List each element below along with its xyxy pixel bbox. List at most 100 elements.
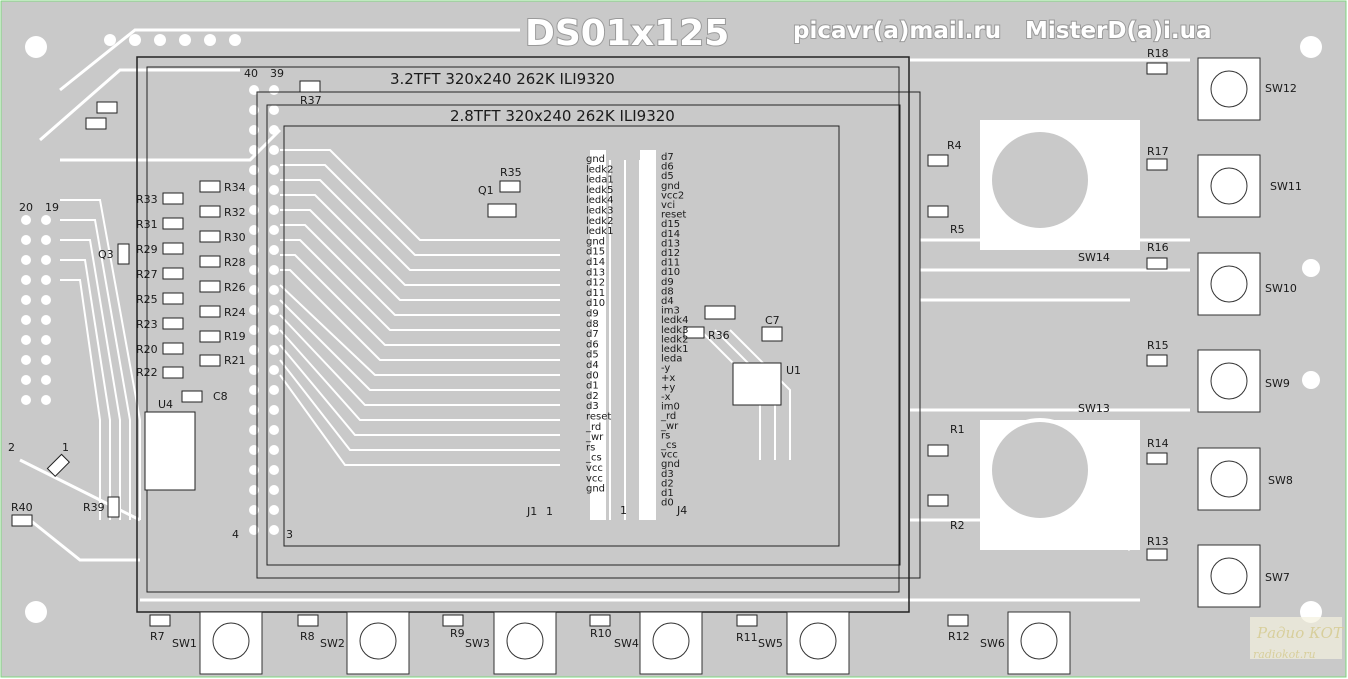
label-r1: R1	[950, 423, 965, 436]
label-j4: J4	[676, 504, 687, 517]
pin-num-1-j4: 1	[620, 504, 627, 517]
pin-num-4: 4	[232, 528, 239, 541]
connector-pin-label: vcc	[586, 463, 603, 474]
connector-pin-label: im3	[661, 306, 680, 317]
label-sw3: SW3	[465, 637, 490, 650]
label-r13: R13	[1147, 535, 1169, 548]
label-r32: R32	[224, 206, 246, 219]
connector-pin-label: ledk1	[586, 226, 613, 237]
label-r14: R14	[1147, 437, 1169, 450]
pin-num-19: 19	[45, 201, 59, 214]
connector-pin-label: d0	[586, 370, 599, 381]
connector-pin-label: d2	[661, 478, 674, 489]
top-header-pins	[104, 34, 241, 46]
connector-pin-label: d12	[586, 278, 605, 289]
label-r20: R20	[136, 343, 158, 356]
ic-u4	[144, 411, 196, 491]
label-r23: R23	[136, 318, 158, 331]
connector-pin-label: gnd	[586, 236, 605, 247]
transistor-q4	[704, 305, 736, 320]
connector-pin-label: ledk2	[586, 216, 613, 227]
connector-pin-label: _cs	[660, 440, 677, 451]
connector-pin-label: gnd	[586, 484, 605, 495]
label-r33: R33	[136, 193, 158, 206]
connector-pin-names-left: gndledk2leda1ledk5ledk4ledk3ledk2ledk1gn…	[585, 154, 614, 495]
lcd-outline-28-inner	[266, 104, 901, 566]
label-r4: R4	[947, 139, 962, 152]
pin-num-1-j1: 1	[546, 505, 553, 518]
connector-pin-label: d6	[661, 162, 674, 173]
connector-pin-label: -x	[661, 392, 671, 403]
connector-pin-label: d13	[586, 267, 605, 278]
connector-pin-label: ledk4	[661, 315, 688, 326]
connector-pin-label: ledk2	[586, 164, 613, 175]
connector-pin-label: d2	[586, 391, 599, 402]
connector-pin-label: d9	[661, 277, 674, 288]
label-r35: R35	[500, 166, 522, 179]
label-r21: R21	[224, 354, 246, 367]
label-sw10: SW10	[1265, 282, 1297, 295]
connector-pin-label: d10	[661, 267, 680, 278]
label-sw1: SW1	[172, 637, 197, 650]
connector-pin-label: ledk3	[661, 325, 688, 336]
label-r12: R12	[948, 630, 970, 643]
connector-pin-label: d7	[586, 329, 599, 340]
connector-pin-label: _wr	[660, 421, 679, 432]
label-sw2: SW2	[320, 637, 345, 650]
connector-pin-label: d5	[661, 171, 674, 182]
connector-pin-label: _cs	[585, 453, 602, 464]
connector-pin-label: d4	[586, 360, 599, 371]
connector-pin-label: vci	[661, 200, 675, 211]
label-r37: R37	[300, 94, 322, 107]
fpc-connector-pads	[590, 150, 656, 520]
connector-pin-label: d4	[661, 296, 674, 307]
connector-pin-label: +y	[661, 382, 675, 393]
connector-pin-label: ledk5	[586, 185, 613, 196]
label-c8: C8	[213, 390, 228, 403]
connector-pin-label: d11	[661, 258, 680, 269]
connector-pin-label: leda	[661, 354, 682, 365]
label-u1: U1	[786, 364, 801, 377]
label-r36: R36	[708, 329, 730, 342]
label-r2: R2	[950, 519, 965, 532]
label-sw5: SW5	[758, 637, 783, 650]
label-r17: R17	[1147, 145, 1169, 158]
label-r22: R22	[136, 366, 158, 379]
connector-pin-label: reset	[586, 412, 611, 423]
pin-num-20: 20	[19, 201, 33, 214]
connector-pin-label: ledk2	[661, 334, 688, 345]
label-r5: R5	[950, 223, 965, 236]
mounting-holes	[25, 36, 1322, 623]
connector-pin-label: rs	[586, 442, 595, 453]
connector-pin-label: d3	[661, 469, 674, 480]
label-r19: R19	[224, 330, 246, 343]
lcd-label-32: 3.2TFT 320x240 262K ILI9320	[390, 70, 615, 88]
connector-pin-label: ledk4	[586, 195, 613, 206]
label-r31: R31	[136, 218, 158, 231]
connector-pin-label: leda1	[586, 175, 614, 186]
label-u4: U4	[158, 398, 173, 411]
label-r34: R34	[224, 181, 246, 194]
label-r8: R8	[300, 630, 315, 643]
radiokot-watermark: Радио КОТ radiokot.ru	[1250, 617, 1344, 661]
label-sw11: SW11	[1270, 180, 1302, 193]
connector-pin-label: d8	[661, 286, 674, 297]
connector-pin-label: d0	[661, 498, 674, 509]
connector-pin-label: d14	[661, 229, 680, 240]
label-sw6: SW6	[980, 637, 1005, 650]
connector-pin-label: d12	[661, 248, 680, 259]
connector-pin-label: vcc	[661, 450, 678, 461]
label-r26: R26	[224, 281, 246, 294]
pin-num-2: 2	[8, 441, 15, 454]
connector-pin-names-right: d7d6d5gndvcc2vciresetd15d14d13d12d11d10d…	[660, 152, 688, 509]
label-sw8: SW8	[1268, 474, 1293, 487]
label-r10: R10	[590, 627, 612, 640]
label-r18: R18	[1147, 47, 1169, 60]
connector-pin-label: vcc2	[661, 190, 684, 201]
connector-pin-label: d6	[586, 339, 599, 350]
label-c7: C7	[765, 314, 780, 327]
connector-pin-label: ledk1	[661, 344, 688, 355]
connector-pin-label: d11	[586, 288, 605, 299]
connector-pin-label: rs	[661, 430, 670, 441]
